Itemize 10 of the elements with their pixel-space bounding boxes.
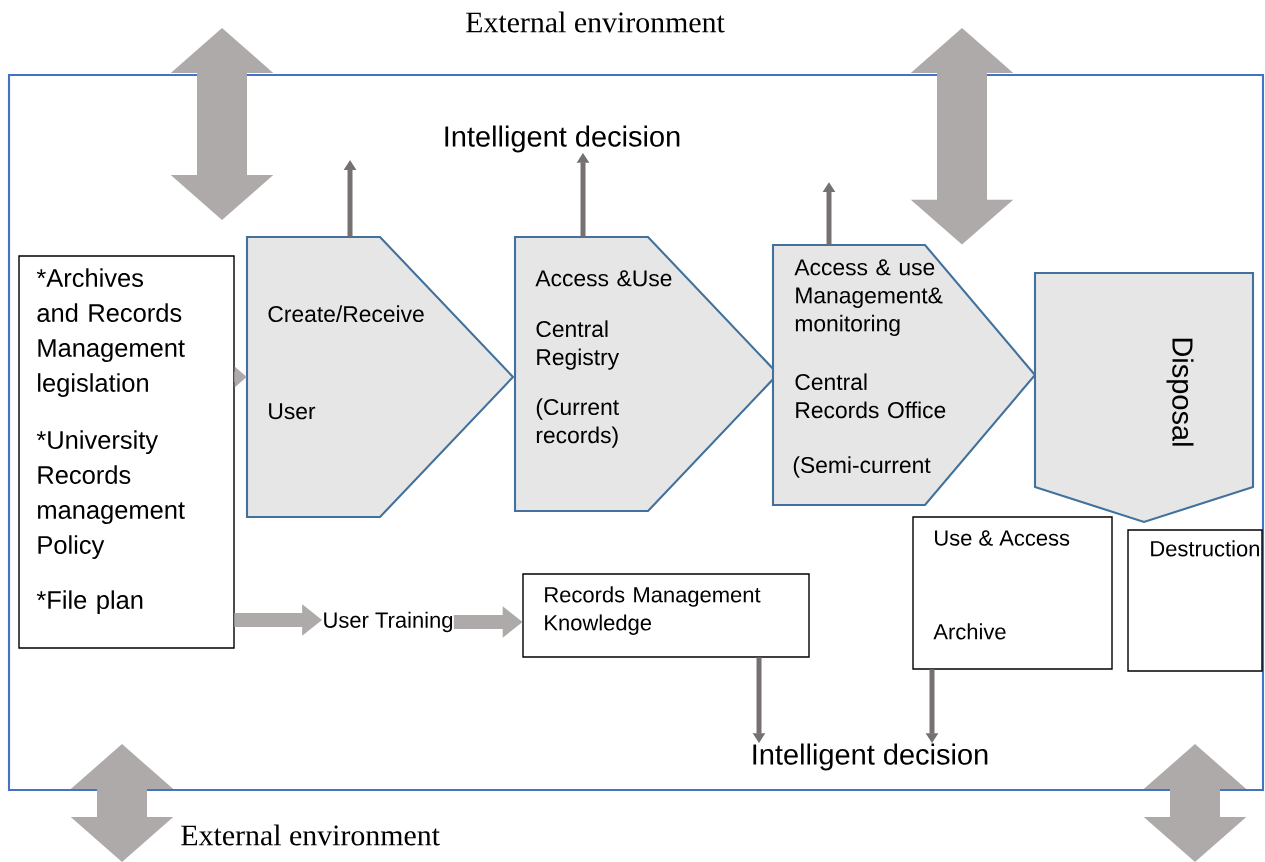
text-label: User Training — [324, 611, 453, 633]
text-box: Destruction — [1127, 529, 1263, 672]
text-box: Use & Access Archive — [912, 516, 1113, 670]
text-label: External environment — [181, 824, 440, 846]
text-box: Records Management Knowledge — [522, 573, 810, 658]
heading: Intelligent decision — [753, 743, 988, 771]
text-box: *Archives and Records Management legislation *University Records management Policy *File plan — [18, 255, 235, 649]
frame — [7, 73, 1265, 792]
text-label: External environment — [466, 11, 725, 33]
heading: Intelligent decision — [445, 125, 680, 153]
